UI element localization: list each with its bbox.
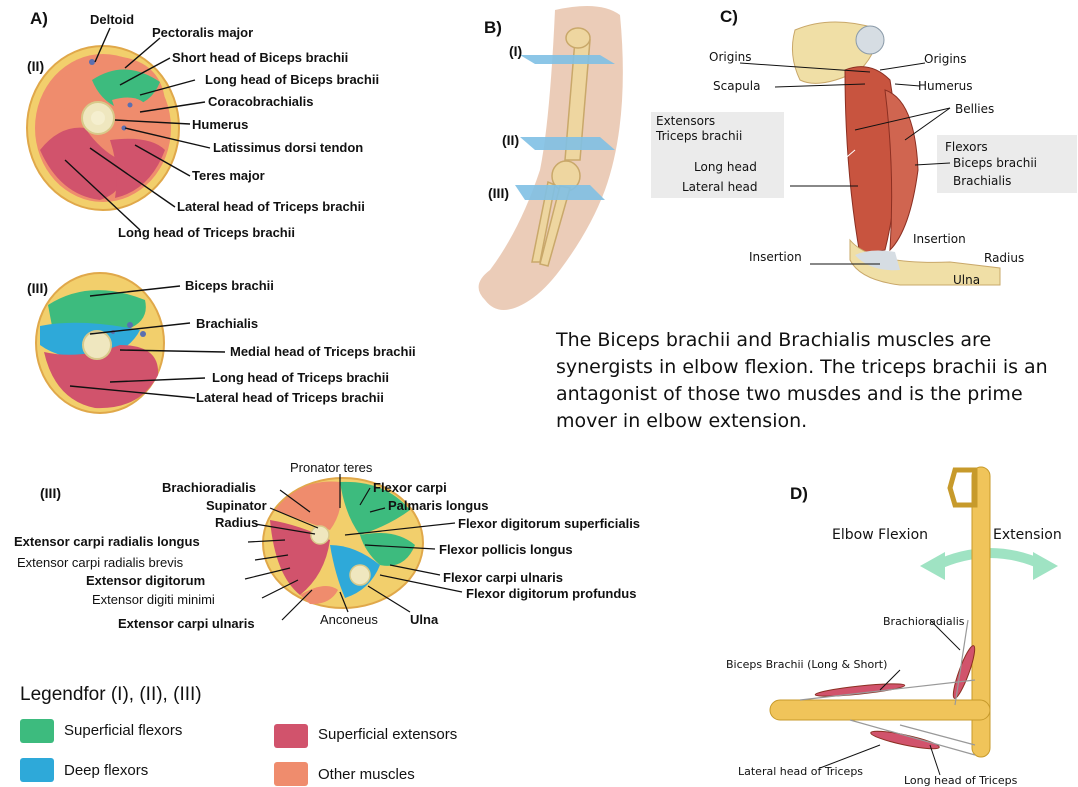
legend-swatch-deep-flexors [20, 758, 54, 782]
d-extension: Extension [993, 527, 1062, 543]
d-brachioradialis: Brachioradialis [883, 615, 965, 628]
legend-label-superficial-flexors: Superficial flexors [64, 722, 182, 739]
legend-label-superficial-extensors: Superficial extensors [318, 726, 457, 743]
d-lateral-triceps: Lateral head of Triceps [738, 765, 863, 778]
legend-swatch-other-muscles [274, 762, 308, 786]
legend-title: Legendfor (I), (II), (III) [20, 684, 202, 706]
legend-label-other-muscles: Other muscles [318, 766, 415, 783]
legend-label-deep-flexors: Deep flexors [64, 762, 148, 779]
legend-swatch-superficial-extensors [274, 724, 308, 748]
legend-swatch-superficial-flexors [20, 719, 54, 743]
d-long-triceps: Long head of Triceps [904, 774, 1017, 787]
d-biceps: Biceps Brachii (Long & Short) [726, 658, 887, 671]
d-elbow-flexion: Elbow Flexion [832, 527, 928, 543]
